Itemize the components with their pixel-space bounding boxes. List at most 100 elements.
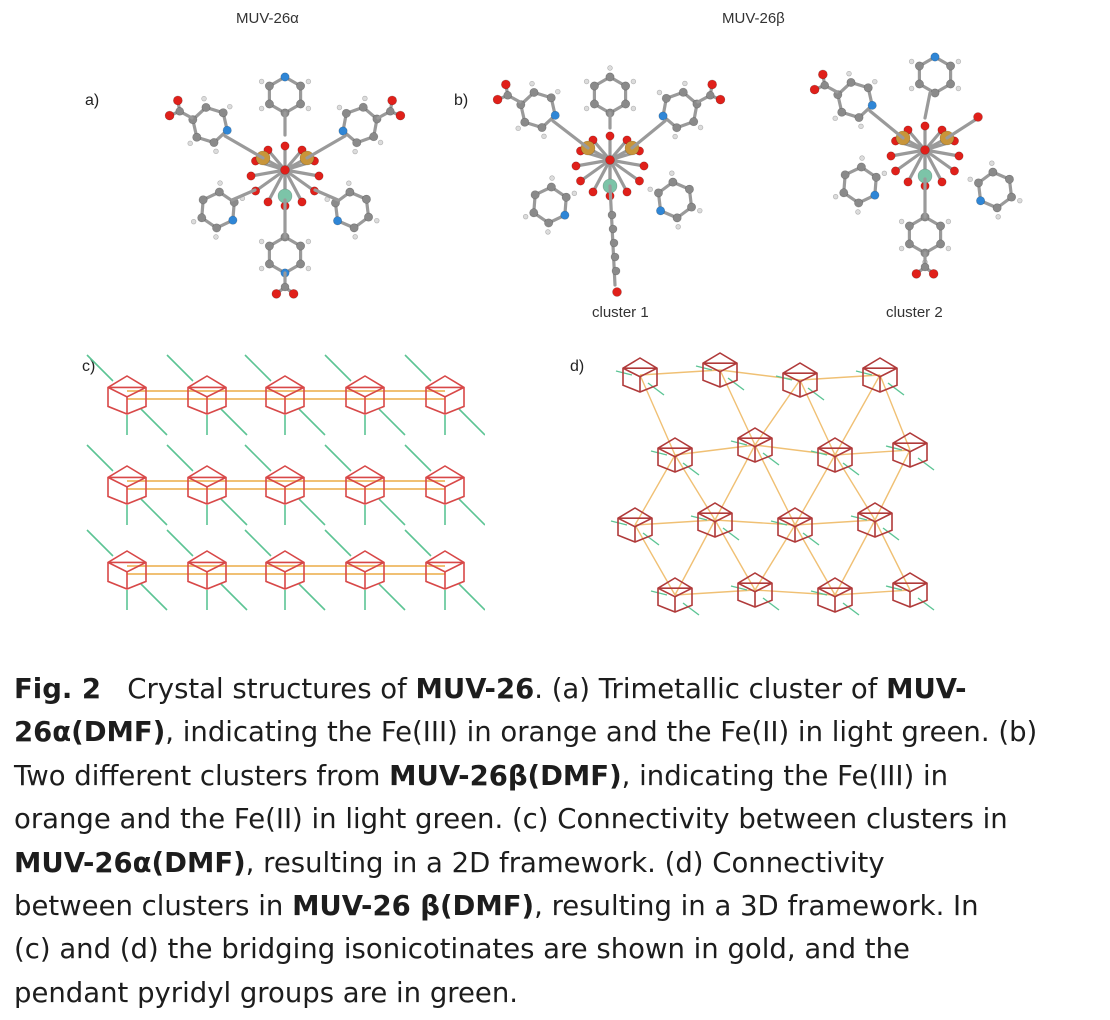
cluster-node — [617, 507, 653, 543]
hydrogen-atom — [647, 186, 653, 193]
hydrogen-atom — [908, 85, 915, 92]
carbon-atom — [201, 102, 211, 112]
caption-line-1: Fig. 2 Crystal structures of MUV-26. (a)… — [14, 668, 1096, 711]
carbon-atom — [296, 241, 306, 251]
bridge-line — [634, 454, 676, 526]
carbon-atom — [546, 182, 556, 192]
cluster-face — [107, 386, 147, 398]
oxygen-atom — [622, 187, 632, 197]
oxygen-atom — [280, 141, 290, 151]
pendant-line — [458, 583, 485, 611]
pendant-line — [850, 515, 868, 521]
pendant-line — [885, 445, 903, 451]
cluster-face — [777, 507, 813, 543]
bond — [283, 168, 317, 193]
hydrogen-atom — [995, 214, 1001, 220]
hydrogen-atom — [967, 176, 973, 183]
hydrogen-atom — [881, 170, 888, 177]
carbon-atom — [687, 202, 697, 212]
hydrogen-atom — [945, 245, 952, 252]
hydrogen-atom — [858, 123, 864, 130]
cluster-face — [862, 367, 898, 378]
oxygen-atom — [891, 166, 901, 176]
carbon-atom — [973, 178, 983, 188]
cluster-node — [817, 577, 853, 613]
pendant-line — [775, 375, 793, 381]
oxygen-atom — [173, 95, 183, 106]
cluster-face — [782, 362, 818, 398]
nitrogen-atom — [658, 111, 668, 121]
cluster-face — [107, 375, 147, 415]
cluster-face — [187, 375, 227, 415]
bond — [551, 119, 590, 150]
carbon-atom — [837, 107, 847, 117]
nitrogen-atom — [222, 125, 232, 135]
oxygen-atom — [605, 131, 615, 141]
cluster-node — [817, 437, 853, 473]
caption-line-3: Two different clusters from MUV-26β(DMF)… — [14, 755, 1096, 798]
nitrogen-atom — [870, 190, 880, 200]
hydrogen-atom — [898, 245, 905, 252]
cluster-face — [187, 550, 227, 590]
pendant-line — [650, 590, 668, 596]
cluster-1-label: cluster 1 — [592, 304, 649, 321]
cluster-node — [892, 572, 928, 608]
carbon-atom — [936, 221, 946, 231]
hydrogen-atom — [675, 224, 681, 230]
pendant-line — [378, 583, 406, 611]
cluster-face — [782, 372, 818, 383]
caption-bold: 26α(DMF) — [14, 716, 166, 749]
oxygen-atom — [605, 155, 615, 165]
bridge-line — [634, 519, 716, 526]
cluster-face — [817, 587, 853, 598]
cluster-face — [107, 561, 147, 573]
cluster-node — [702, 352, 738, 388]
bond — [283, 168, 304, 204]
cluster-face — [265, 550, 305, 590]
carbon-atom — [264, 241, 274, 251]
bond — [923, 91, 932, 120]
pendant-line — [220, 408, 248, 436]
cluster-face — [425, 465, 465, 505]
pendant-line — [324, 529, 352, 557]
bond — [574, 158, 612, 168]
caption-bold: MUV-26β(DMF) — [389, 759, 622, 792]
carbon-atom — [361, 194, 371, 204]
cluster-node — [657, 437, 693, 473]
oxygen-atom — [973, 112, 983, 122]
oxygen-atom — [246, 171, 256, 181]
pendant-line — [762, 597, 780, 611]
hydrogen-atom — [305, 78, 312, 85]
pendant-line — [298, 408, 326, 436]
bridge-line — [799, 379, 836, 456]
caption-text: (c) and (d) the bridging isonicotinates … — [14, 933, 910, 966]
bond — [923, 148, 957, 173]
hydrogen-atom — [697, 124, 704, 131]
carbon-atom — [668, 177, 678, 187]
bond — [249, 168, 287, 178]
hydrogen-atom — [305, 265, 312, 272]
cluster-2-label: cluster 2 — [886, 304, 943, 321]
pendant-line — [842, 462, 860, 476]
hydrogen-atom — [362, 95, 368, 102]
bond — [906, 148, 927, 184]
bridge-line — [674, 589, 756, 596]
carbon-atom — [198, 195, 208, 205]
cluster-face — [817, 577, 853, 613]
cluster-face — [425, 476, 465, 488]
nitrogen-atom — [338, 126, 348, 136]
cluster-face — [107, 550, 147, 590]
oxygen-atom — [634, 176, 644, 186]
pendant-line — [682, 462, 700, 476]
panel-c-label: c) — [82, 358, 96, 375]
cluster-face — [187, 476, 227, 488]
bridge-line — [714, 444, 756, 521]
carbon-atom — [914, 79, 924, 89]
caption-text: Two different clusters from — [14, 759, 390, 792]
panel-b-cluster-1 — [492, 65, 726, 297]
carbon-atom — [854, 198, 864, 208]
cluster-face — [425, 550, 465, 590]
oxygen-atom — [395, 110, 406, 121]
hydrogen-atom — [541, 133, 547, 140]
caption-line-2: 26α(DMF), indicating the Fe(III) in oran… — [14, 711, 1096, 754]
